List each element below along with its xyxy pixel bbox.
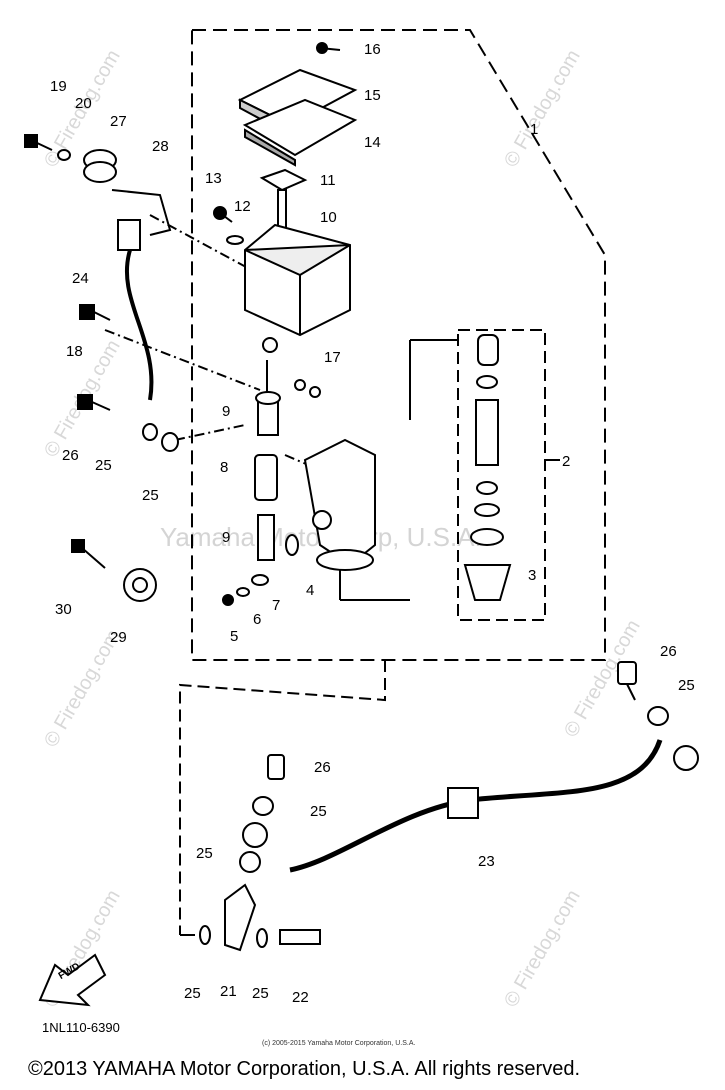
diaphragm [242, 98, 358, 157]
callout-18: 18 [66, 343, 83, 360]
callout-19: 19 [50, 78, 67, 95]
callout-2: 2 [562, 453, 570, 470]
callout-9-lower: 9 [222, 529, 230, 546]
small-credit: (c) 2005-2015 Yamaha Motor Corporation, … [262, 1040, 416, 1047]
callout-3: 3 [528, 567, 536, 584]
callout-4: 4 [306, 582, 314, 599]
callout-13: 13 [205, 170, 222, 187]
callout-25-right: 25 [678, 677, 695, 694]
callout-24: 24 [72, 270, 89, 287]
callout-25-low-left: 25 [184, 985, 201, 1002]
copyright-notice: ©2013 YAMAHA Motor Corporation, U.S.A. A… [28, 1058, 581, 1080]
callout-25-mid2: 25 [196, 845, 213, 862]
callout-7: 7 [272, 597, 280, 614]
callout-22: 22 [292, 989, 309, 1006]
callout-25-mid: 25 [310, 803, 327, 820]
callout-8: 8 [220, 459, 228, 476]
callout-28: 28 [152, 138, 169, 155]
callout-25: 25 [95, 457, 112, 474]
callout-6: 6 [253, 611, 261, 628]
callout-27: 27 [110, 113, 127, 130]
reservoir-body [244, 223, 351, 337]
callout-21: 21 [220, 983, 237, 1000]
callout-11: 11 [320, 172, 336, 189]
callout-26: 26 [62, 447, 79, 464]
callout-15: 15 [364, 87, 381, 104]
fwd-arrow [38, 953, 107, 1007]
group-boundary-hose [179, 660, 386, 935]
callout-26-right: 26 [660, 643, 677, 660]
callout-20: 20 [75, 95, 92, 112]
diagram-code: 1NL110-6390 [42, 1020, 120, 1035]
callout-23: 23 [478, 853, 495, 870]
callout-25-low-mid: 25 [252, 985, 269, 1002]
callout-17: 17 [324, 349, 341, 366]
callout-14: 14 [364, 134, 381, 151]
callout-25-b: 25 [142, 487, 159, 504]
callout-5: 5 [230, 628, 238, 645]
callout-30: 30 [55, 601, 72, 618]
callout-29: 29 [110, 629, 127, 646]
master-cylinder-body [303, 438, 376, 567]
callout-10: 10 [320, 209, 337, 226]
callout-labels: 16 15 14 11 10 13 12 1 2 3 17 4 5 6 7 8 … [50, 41, 695, 1006]
callout-16: 16 [364, 41, 381, 58]
group-boundary-2 [457, 329, 546, 621]
callout-1: 1 [530, 121, 538, 138]
callout-12: 12 [234, 198, 251, 215]
callout-9: 9 [222, 403, 230, 420]
group-boundary-1 [191, 29, 606, 661]
callout-26-mid: 26 [314, 759, 331, 776]
